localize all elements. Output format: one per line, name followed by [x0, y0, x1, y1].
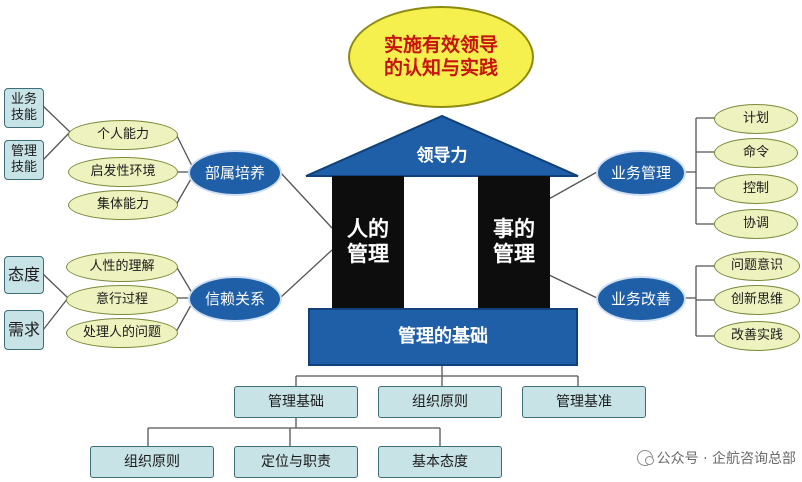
ellipse-inspiring-environment: 启发性环境	[68, 157, 178, 187]
ellipse-collective-ability: 集体能力	[68, 190, 178, 220]
management-foundation: 管理的基础	[308, 308, 578, 366]
ellipse-coordinate: 协调	[714, 209, 798, 239]
watermark: 公众号 · 企航咨询总部	[636, 448, 796, 468]
wechat-icon	[636, 450, 654, 466]
ellipse-personal-ability: 个人能力	[68, 120, 178, 150]
ellipse-innovative-thinking: 创新思维	[714, 285, 800, 315]
watermark-text: 公众号 · 企航咨询总部	[656, 451, 796, 467]
side-box-attitude: 态度	[4, 256, 44, 294]
roof-label-leadership: 领导力	[416, 145, 468, 166]
ellipse-people-problems: 处理人的问题	[66, 318, 178, 348]
ellipse-human-understanding: 人性的理解	[66, 252, 178, 282]
ellipse-improvement-practice: 改善实践	[714, 321, 800, 351]
foundation-box-management-basics: 管理基础	[234, 386, 358, 418]
side-box-needs: 需求	[4, 310, 44, 350]
foundation-box-org-principles-2: 组织原则	[90, 446, 214, 478]
hub-business-management: 业务管理	[596, 150, 686, 196]
ellipse-command: 命令	[714, 138, 798, 168]
diagram-title: 实施有效领导 的认知与实践	[348, 6, 534, 108]
foundation-box-org-principles: 组织原则	[378, 386, 502, 418]
pillar-people-management: 人的 管理	[332, 176, 404, 308]
hub-trust-relationship: 信赖关系	[188, 276, 282, 322]
pillar-task-management: 事的 管理	[478, 176, 550, 308]
ellipse-plan: 计划	[714, 104, 798, 134]
roof-shape	[305, 114, 579, 177]
hub-business-improvement: 业务改善	[596, 276, 686, 322]
side-box-business-skill: 业务 技能	[4, 88, 44, 128]
ellipse-control: 控制	[714, 174, 798, 204]
ellipse-problem-awareness: 问题意识	[714, 251, 800, 281]
side-box-management-skill: 管理 技能	[4, 140, 44, 180]
foundation-box-role-responsibility: 定位与职责	[234, 446, 358, 478]
ellipse-intention-process: 意行过程	[66, 285, 178, 315]
foundation-box-management-standards: 管理基准	[522, 386, 646, 418]
hub-subordinate-training: 部属培养	[188, 150, 282, 196]
foundation-box-basic-attitude: 基本态度	[378, 446, 502, 478]
